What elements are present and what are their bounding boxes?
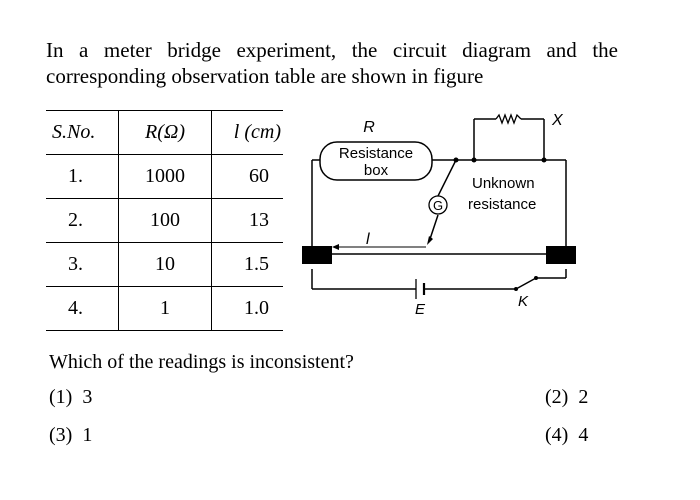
label-e: E [415,301,426,318]
observation-table: S.No. R(Ω) l (cm) 1. 1000 60 2. 100 13 3… [46,110,283,331]
table-header-row: S.No. R(Ω) l (cm) [46,110,283,155]
table-row: 3. 10 1.5 [46,242,283,287]
cell-resistance: 10 [118,242,212,287]
cell-sno: 3. [46,242,119,287]
option-number: (3) [49,424,73,446]
header-length: l (cm) [211,110,283,155]
header-resistance: R(Ω) [118,110,212,155]
junction-dot [471,157,477,163]
jockey-arrow-icon [427,236,433,245]
option-2[interactable]: (2) 2 [545,386,588,409]
header-sno: S.No. [46,110,119,155]
galvanometer-label: G [433,198,443,213]
junction-dot [541,157,547,163]
cell-sno: 4. [46,286,119,331]
galvanometer-symbol [428,195,448,215]
option-number: (4) [545,424,569,446]
option-value: 3 [82,386,93,408]
label-l: l [366,231,370,248]
cell-resistance: 1000 [118,154,212,199]
cell-resistance: 100 [118,198,212,243]
option-3[interactable]: (3) 1 [49,424,92,447]
table-row: 1. 1000 60 [46,154,283,199]
label-k: K [518,293,529,310]
cell-length: 60 [211,154,283,199]
cell-sno: 2. [46,198,119,243]
question-text: In a meter bridge experiment, the circui… [46,37,618,89]
key-contact-dot [534,276,538,280]
question-prompt: Which of the readings is inconsistent? [49,351,354,373]
resistance-box [319,141,433,181]
table-row: 4. 1 1.0 [46,286,283,331]
label-x: X [551,112,564,129]
left-end-block [302,246,332,264]
cell-length: 1.0 [211,286,283,331]
option-number: (2) [545,386,569,408]
key-contact-dot [514,287,518,291]
cell-sno: 1. [46,154,119,199]
right-end-block [546,246,576,264]
cell-length: 13 [211,198,283,243]
table-row: 2. 100 13 [46,198,283,243]
cell-length: 1.5 [211,242,283,287]
option-value: 4 [578,424,589,446]
question-line-2: corresponding observation table are show… [46,64,484,88]
option-4[interactable]: (4) 4 [545,424,588,447]
unknown-resistor-symbol [495,113,522,125]
circuit-wires [311,118,567,290]
option-number: (1) [49,386,73,408]
option-value: 1 [82,424,93,446]
length-arrowhead-icon [332,244,339,250]
meter-bridge-circuit-diagram: Resistance box R X G Unknown resistance … [302,112,576,318]
resistance-box-label-line1: Resistance [339,145,413,162]
question-line-1: In a meter bridge experiment, the circui… [46,38,618,62]
resistance-box-label-line2: box [364,162,389,179]
unknown-label-line1: Unknown [472,175,535,192]
junction-dot [453,157,459,163]
label-r: R [363,119,375,136]
unknown-label-line2: resistance [468,196,536,213]
option-1[interactable]: (1) 3 [49,386,92,409]
cell-resistance: 1 [118,286,212,331]
option-value: 2 [578,386,589,408]
